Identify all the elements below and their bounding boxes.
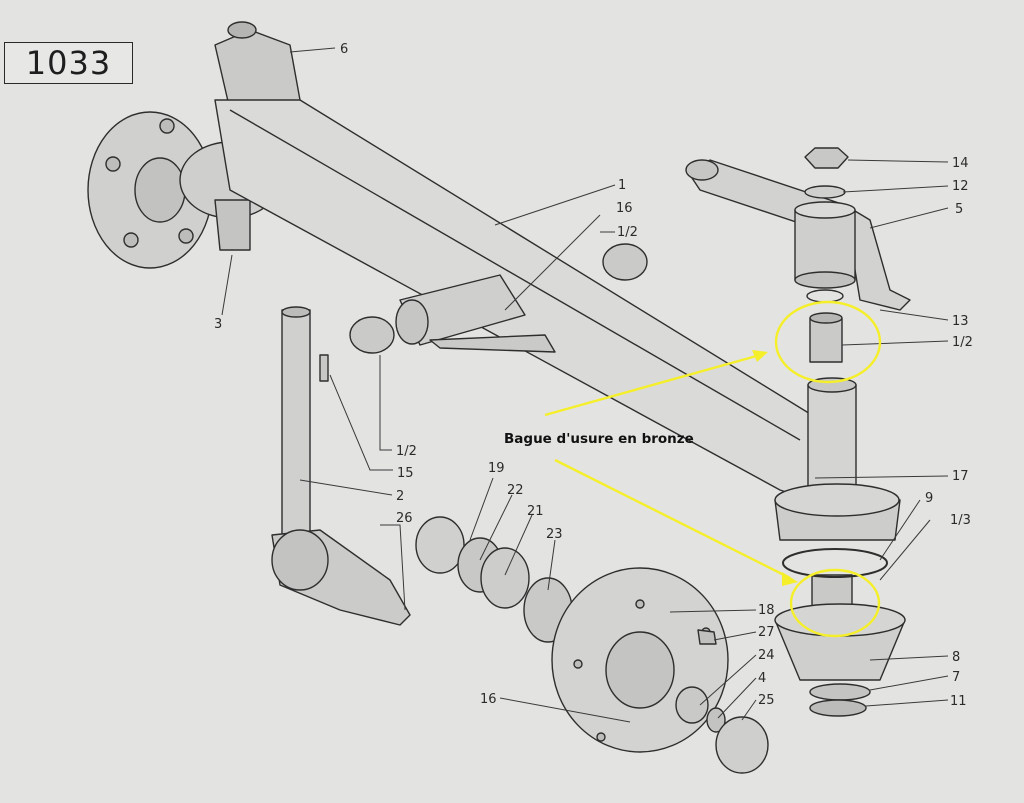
arrow-to-upper-bushing	[544, 353, 761, 417]
washer-7	[809, 683, 871, 701]
upper-bushing-highlight-circle	[774, 300, 882, 384]
right-housing-rim	[774, 483, 900, 517]
part-label: 1	[618, 178, 626, 193]
seal-ring-9	[782, 548, 888, 578]
part-label: 22	[507, 483, 524, 498]
axle-parts-drawing	[87, 21, 911, 774]
washer	[804, 185, 846, 199]
bushing-12-right	[602, 243, 648, 281]
part-label: 15	[397, 466, 414, 481]
cotter-key	[319, 354, 329, 382]
pivot-sleeve-end	[395, 299, 429, 345]
part-label: 9	[925, 491, 933, 506]
part-label: 25	[758, 693, 775, 708]
steering-arm-hub-top	[794, 201, 856, 219]
page-reference-number: 1033	[4, 42, 133, 84]
right-hub-bolt	[596, 732, 606, 742]
main-axle-beam-edge	[229, 109, 801, 441]
part-label: 2	[396, 489, 404, 504]
washer-4	[706, 707, 726, 733]
left-kingpin-lower	[214, 199, 251, 251]
nut	[804, 147, 849, 169]
part-label: 27	[758, 625, 775, 640]
bronze-bushing-highlights	[544, 300, 882, 638]
left-hub-bolt	[159, 118, 175, 134]
part-label: 1/2	[952, 335, 973, 350]
upper-bronze-bushing	[809, 317, 843, 363]
arrowhead-lower	[782, 572, 798, 586]
leader-lines	[221, 47, 949, 723]
kingpin-shaft-top	[281, 306, 311, 318]
left-hub-bolt	[105, 156, 121, 172]
left-hub-center	[134, 157, 186, 223]
steering-arm-hub	[794, 209, 856, 281]
part-label: 16	[480, 692, 497, 707]
kingpin-shaft	[281, 309, 311, 541]
part-label: 19	[488, 461, 505, 476]
arrow-to-lower-bushing	[554, 458, 791, 580]
part-label: 26	[396, 511, 413, 526]
part-label: 18	[758, 603, 775, 618]
part-label: 12	[952, 179, 969, 194]
upper-bronze-bushing-top	[809, 312, 843, 324]
steering-arm-eye	[685, 159, 719, 181]
washer-11	[809, 699, 867, 717]
arrowhead-upper	[752, 350, 768, 362]
steering-arm-hub-bottom	[794, 271, 856, 289]
part-label: 16	[616, 201, 633, 216]
seal-ring-19	[415, 516, 465, 574]
bushing-12-left	[349, 316, 395, 354]
bearing-cup-8-rim	[774, 603, 906, 637]
right-hub-bore	[605, 631, 675, 709]
bearing-21	[480, 547, 530, 609]
pivot-bracket	[429, 334, 556, 353]
part-label: 24	[758, 648, 775, 663]
part-label: 23	[546, 527, 563, 542]
part-number-labels: 6 1 16 1/2 3 1/2 15 2 19 22 21 23 26 14 …	[214, 42, 973, 709]
shim-13	[806, 289, 844, 303]
part-label: 6	[340, 42, 348, 57]
part-label: 13	[952, 314, 969, 329]
right-kingpin-column	[807, 384, 857, 491]
bearing-24	[675, 686, 709, 724]
left-kingpin-upper	[214, 29, 301, 111]
stub-axle-collar	[271, 529, 329, 591]
right-hub-bolt	[573, 659, 583, 669]
bronze-bushing-annotation: Bague d'usure en bronze	[504, 431, 694, 447]
left-hub-bolt	[178, 228, 194, 244]
part-label: 1/2	[396, 444, 417, 459]
left-hub-bolt	[123, 232, 139, 248]
part-label: 14	[952, 156, 969, 171]
right-hub-bolt	[635, 599, 645, 609]
part-label: 3	[214, 317, 222, 332]
part-label: 17	[952, 469, 969, 484]
part-label: 1/3	[950, 513, 971, 528]
hub-cap-25	[715, 716, 769, 774]
part-label: 7	[952, 670, 960, 685]
lower-bushing-highlight-circle	[789, 568, 881, 638]
left-kingpin-top	[227, 21, 257, 39]
part-label: 21	[527, 504, 544, 519]
part-label: 4	[758, 671, 766, 686]
part-label: 1/2	[617, 225, 638, 240]
part-label: 8	[952, 650, 960, 665]
grease-nipple-27	[697, 629, 717, 645]
part-label: 11	[950, 694, 967, 709]
part-label: 5	[955, 202, 963, 217]
